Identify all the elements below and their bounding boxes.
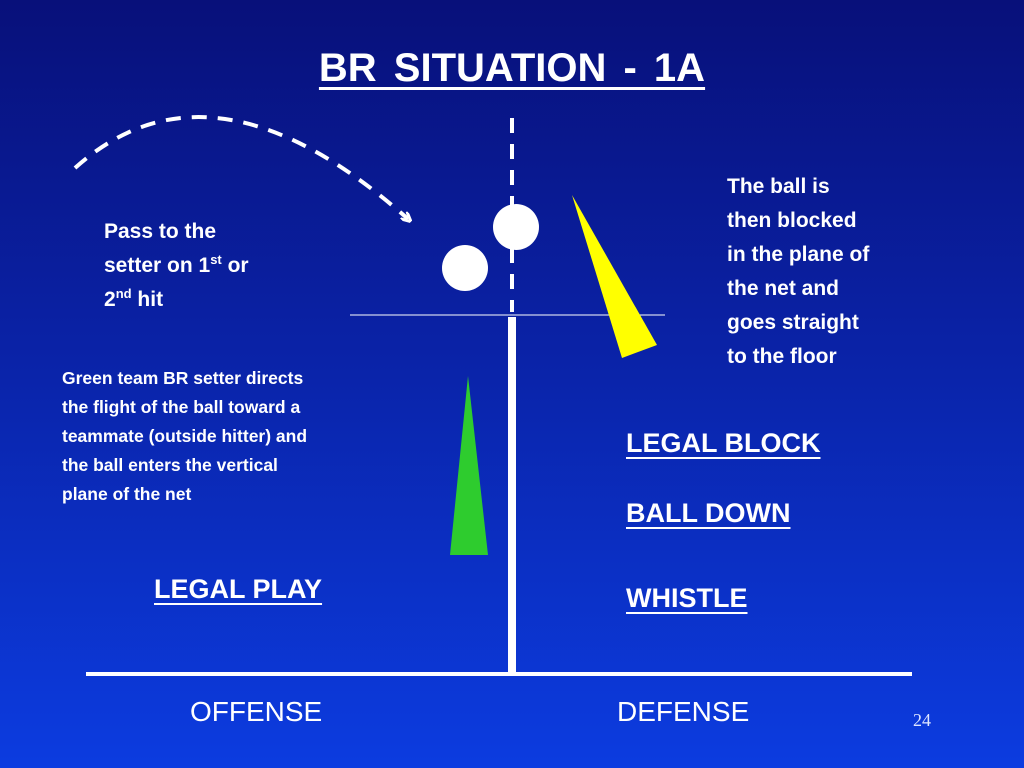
defense-label: DEFENSE — [617, 696, 750, 727]
ball-down-label: BALL DOWN — [626, 498, 791, 528]
pass-line-2-post: or — [221, 254, 249, 277]
pass-line-3-post: hit — [131, 288, 164, 311]
green-team-description: Green team BR setter directs the flight … — [62, 364, 402, 509]
offense-label: OFFENSE — [190, 696, 323, 727]
block-wedge-yellow — [572, 195, 657, 358]
pass-trajectory-arrow — [73, 115, 408, 219]
pass-line-3-sup: nd — [115, 286, 132, 301]
green-line: the ball enters the vertical — [62, 455, 278, 475]
page-number: 24 — [913, 710, 931, 730]
pass-line-3: 2nd hit — [104, 283, 334, 317]
pass-line-2-text: setter on 1 — [104, 254, 211, 277]
green-line: plane of the net — [62, 484, 192, 504]
ball-lower — [442, 245, 488, 291]
pass-line-3-text: 2 — [104, 288, 116, 311]
block-line: goes straight — [727, 311, 859, 334]
pass-line-2: setter on 1st or — [104, 249, 334, 283]
legal-block-label: LEGAL BLOCK — [626, 428, 821, 458]
block-line: then blocked — [727, 209, 857, 232]
legal-play-label: LEGAL PLAY — [154, 574, 323, 604]
ball-upper — [493, 204, 539, 250]
attack-wedge-green — [450, 376, 488, 555]
block-description: The ball is then blocked in the plane of… — [727, 170, 937, 374]
block-line: The ball is — [727, 175, 830, 198]
whistle-label: WHISTLE — [626, 583, 748, 613]
green-line: teammate (outside hitter) and — [62, 426, 308, 446]
block-line: to the floor — [727, 345, 837, 368]
block-line: in the plane of — [727, 243, 870, 266]
green-line: Green team BR setter directs — [62, 368, 304, 388]
pass-line-1: Pass to the — [104, 220, 217, 243]
green-line: the flight of the ball toward a — [62, 397, 301, 417]
block-line: the net and — [727, 277, 840, 300]
pass-description: Pass to the setter on 1st or 2nd hit — [104, 215, 334, 317]
pass-line-2-sup: st — [210, 252, 222, 267]
slide-title: BR SITUATION - 1A — [318, 46, 706, 90]
